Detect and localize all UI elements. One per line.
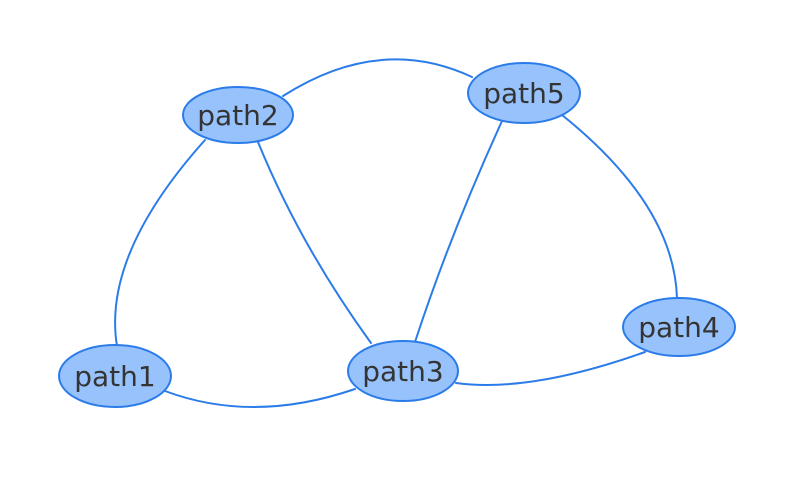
node-path2[interactable]: path2 — [182, 86, 294, 144]
node-path3[interactable]: path3 — [347, 340, 459, 402]
node-path4[interactable]: path4 — [622, 297, 736, 357]
edge-path5-path3[interactable] — [414, 120, 503, 343]
node-label-path3: path3 — [362, 355, 443, 388]
node-ellipse-path2[interactable] — [182, 86, 294, 144]
edge-path3-path4[interactable] — [455, 351, 646, 386]
node-ellipse-path5[interactable] — [467, 62, 581, 124]
edge-path2-path1[interactable] — [114, 139, 206, 347]
edge-path2-path5[interactable] — [282, 58, 473, 97]
node-label-path5: path5 — [483, 77, 564, 110]
edge-path1-path3[interactable] — [164, 388, 356, 408]
node-ellipse-path4[interactable] — [622, 297, 736, 357]
edge-path2-path3[interactable] — [257, 141, 372, 344]
node-ellipse-path3[interactable] — [347, 340, 459, 402]
node-path1[interactable]: path1 — [58, 344, 172, 408]
node-ellipse-path1[interactable] — [58, 344, 172, 408]
node-path5[interactable]: path5 — [467, 62, 581, 124]
node-label-path2: path2 — [197, 99, 278, 132]
edge-path5-path4[interactable] — [561, 114, 678, 299]
node-label-path4: path4 — [638, 311, 719, 344]
node-label-path1: path1 — [74, 360, 155, 393]
